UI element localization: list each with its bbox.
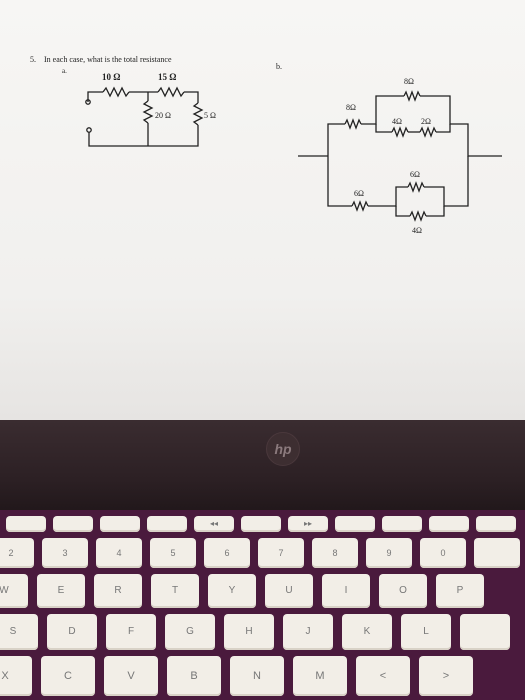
key[interactable] (100, 516, 140, 532)
key[interactable]: 4 (96, 538, 142, 568)
key[interactable]: K (342, 614, 392, 650)
key[interactable]: Y (208, 574, 256, 608)
laptop-bezel: hp (0, 420, 525, 520)
key[interactable]: 3 (42, 538, 88, 568)
key[interactable] (474, 538, 520, 568)
key[interactable]: 5 (150, 538, 196, 568)
resistor-5-label: 5 Ω (204, 111, 216, 120)
key[interactable] (241, 516, 281, 532)
key[interactable] (460, 614, 510, 650)
key[interactable] (53, 516, 93, 532)
key[interactable]: < (356, 656, 410, 696)
key[interactable]: L (401, 614, 451, 650)
key[interactable]: ▸▸ (288, 516, 328, 532)
key[interactable]: E (37, 574, 85, 608)
key[interactable]: M (293, 656, 347, 696)
key[interactable]: J (283, 614, 333, 650)
key[interactable]: 7 (258, 538, 304, 568)
key[interactable]: > (419, 656, 473, 696)
key[interactable]: P (436, 574, 484, 608)
b-bottom-lower-label: 4Ω (412, 226, 422, 235)
key[interactable]: D (47, 614, 97, 650)
key[interactable]: H (224, 614, 274, 650)
b-bottom-upper-label: 6Ω (410, 170, 420, 179)
key[interactable]: F (106, 614, 156, 650)
resistor-15-label: 15 Ω (158, 72, 176, 82)
key[interactable] (476, 516, 516, 532)
key[interactable]: V (104, 656, 158, 696)
key[interactable]: U (265, 574, 313, 608)
b-top-mid-label: 4Ω (392, 117, 402, 126)
key[interactable]: W (0, 574, 28, 608)
key[interactable] (382, 516, 422, 532)
circuit-a (85, 86, 204, 147)
question-prompt: In each case, what is the total resistan… (44, 55, 172, 64)
key[interactable] (6, 516, 46, 532)
key[interactable]: G (165, 614, 215, 650)
key[interactable] (147, 516, 187, 532)
key[interactable]: T (151, 574, 199, 608)
key[interactable] (429, 516, 469, 532)
key[interactable]: N (230, 656, 284, 696)
key[interactable]: ◂◂ (194, 516, 234, 532)
key[interactable]: 0 (420, 538, 466, 568)
key[interactable]: 8 (312, 538, 358, 568)
key[interactable] (335, 516, 375, 532)
key[interactable]: I (322, 574, 370, 608)
key[interactable]: O (379, 574, 427, 608)
key[interactable]: R (94, 574, 142, 608)
key[interactable]: 2 (0, 538, 34, 568)
key[interactable]: 6 (204, 538, 250, 568)
question-number: 5. (30, 55, 36, 64)
key[interactable]: B (167, 656, 221, 696)
b-top-outer-label: 8Ω (404, 77, 414, 86)
circuit-b (298, 90, 502, 222)
key[interactable]: X (0, 656, 32, 696)
key[interactable]: S (0, 614, 38, 650)
b-top-left-label: 8Ω (346, 103, 356, 112)
circuit-diagrams: 10 Ω 15 Ω 20 Ω 5 Ω (0, 0, 525, 420)
laptop-screen: 5. In each case, what is the total resis… (0, 0, 525, 420)
part-a-label: a. (62, 67, 67, 75)
b-top-right-label: 2Ω (421, 117, 431, 126)
hp-logo: hp (266, 432, 300, 466)
b-bottom-left-label: 6Ω (354, 189, 364, 198)
resistor-20-label: 20 Ω (155, 111, 171, 120)
key[interactable]: C (41, 656, 95, 696)
key[interactable]: 9 (366, 538, 412, 568)
resistor-10-label: 10 Ω (102, 72, 120, 82)
part-b-label: b. (276, 62, 282, 71)
